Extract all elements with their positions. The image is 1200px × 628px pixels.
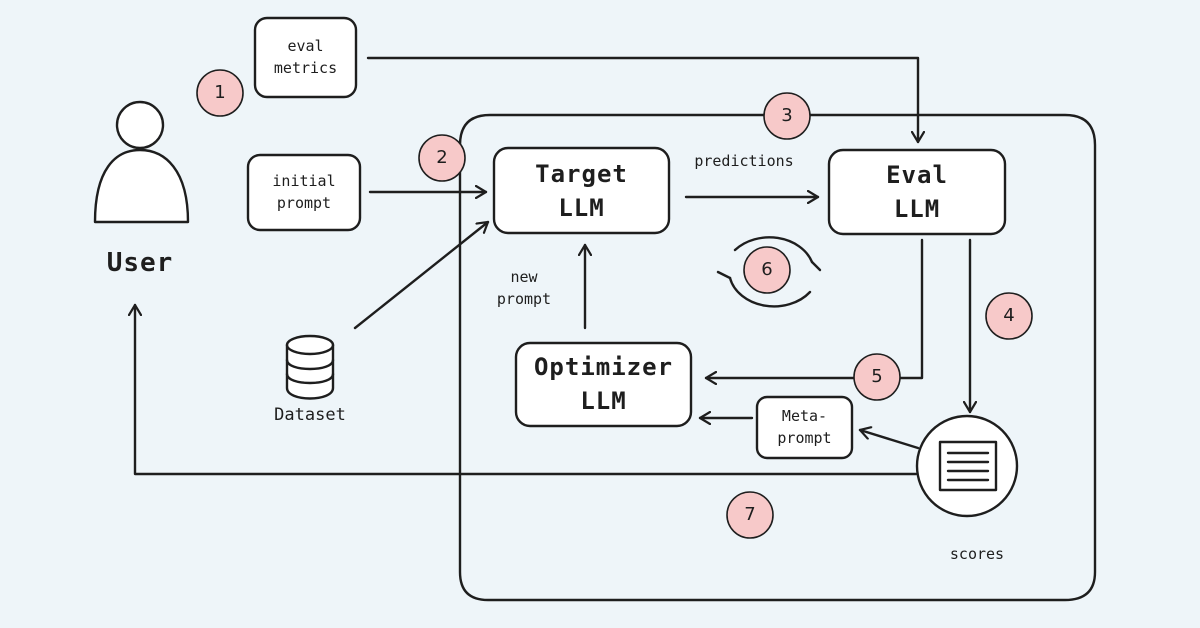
step-badge-3-circle: [763, 92, 811, 140]
dataset-to-target-arrow: [353, 220, 490, 330]
scores-to-user-arrow: [135, 303, 918, 476]
new-prompt-label: new prompt: [496, 268, 552, 308]
meta-prompt-label: Meta- prompt: [777, 407, 832, 447]
step-badge-2-circle: [418, 134, 466, 182]
step-badge-7: 7: [744, 504, 756, 525]
initial-prompt-box: [246, 153, 362, 232]
step-badge-2: 2: [436, 147, 448, 168]
step-badge-7-circle: [726, 491, 774, 539]
step-badge-4: 4: [1003, 305, 1015, 326]
dataset-label: Dataset: [274, 405, 346, 425]
target-llm-box: [492, 146, 671, 235]
cycle-icon: [716, 236, 822, 308]
step-badge-1: 1: [214, 82, 226, 103]
step-badge-3: 3: [781, 105, 793, 126]
user-label: User: [106, 248, 174, 278]
scores-to-meta-prompt-arrow: [858, 430, 920, 450]
step-badge-5: 5: [871, 366, 883, 387]
database-icon: [285, 334, 335, 400]
scores-icon: [915, 414, 1019, 518]
eval-to-optimizer-arrow: [704, 238, 924, 378]
eval-metrics-box: [253, 16, 358, 99]
predictions-label: predictions: [694, 152, 794, 170]
target-llm-label: Target LLM: [535, 160, 628, 222]
eval-llm-label: Eval LLM: [886, 161, 948, 223]
optimization-loop-container: [458, 113, 1097, 602]
step-badge-1-circle: [196, 69, 244, 117]
eval-metrics-label: eval metrics: [273, 37, 338, 77]
step-badge-6: 6: [761, 259, 773, 280]
step-badge-5-circle: [853, 353, 901, 401]
optimizer-llm-label: Optimizer LLM: [533, 353, 674, 415]
meta-prompt-box: [755, 395, 854, 460]
scores-label: scores: [949, 545, 1005, 563]
step-badge-4-circle: [985, 292, 1033, 340]
optimizer-llm-box: [514, 341, 693, 428]
eval-llm-box: [827, 148, 1007, 236]
eval-metrics-to-eval-llm-arrow: [366, 56, 918, 144]
initial-prompt-label: initial prompt: [272, 172, 336, 212]
step-badge-6-circle: [743, 246, 791, 294]
user-icon: [93, 100, 190, 224]
